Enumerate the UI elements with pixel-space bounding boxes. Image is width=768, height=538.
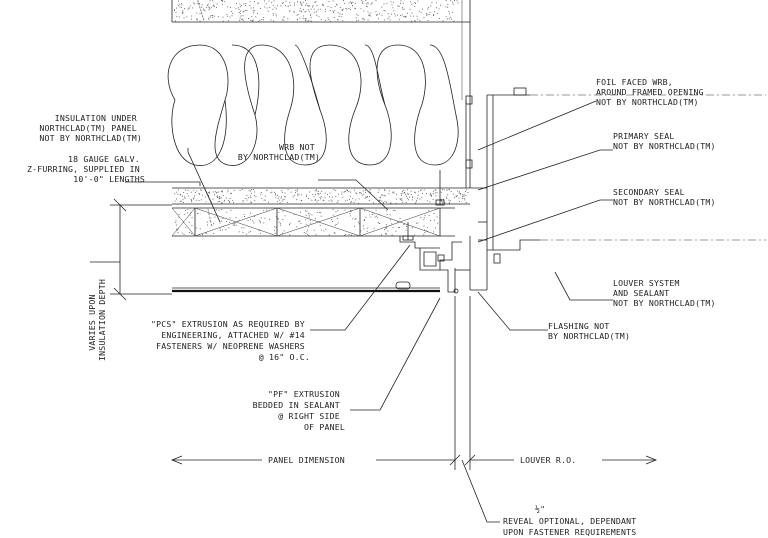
louver-frame xyxy=(455,87,766,291)
label-varies: VARIES UPON INSULATION DEPTH xyxy=(87,279,107,361)
label-secondary-seal: SECONDARY SEAL NOT BY NORTHCLAD(TM) xyxy=(613,187,716,207)
panel-assembly xyxy=(172,170,462,294)
rigid-insulation xyxy=(171,207,455,237)
label-insulation: INSULATION UNDER NORTHCLAD(TM) PANEL NOT… xyxy=(39,113,142,143)
label-panel-dimension: PANEL DIMENSION xyxy=(268,455,345,465)
label-louver-system: LOUVER SYSTEM AND SEALANT NOT BY NORTHCL… xyxy=(613,278,716,308)
label-pf-extrusion: "PF" EXTRUSION BEDDED IN SEALANT @ RIGHT… xyxy=(253,389,345,432)
leaders xyxy=(125,100,613,411)
label-foil-wrb: FOIL FACED WRB, AROUND FRAMED OPENING NO… xyxy=(596,77,709,107)
label-flashing: FLASHING NOT BY NORTHCLAD(TM) xyxy=(548,321,630,341)
label-z-furring: 18 GAUGE GALV. Z-FURRING, SUPPLIED IN 10… xyxy=(27,154,145,184)
label-wrb: WRB NOT BY NORTHCLAD(TM) xyxy=(238,142,320,162)
sheathing-stipple xyxy=(174,189,469,204)
label-louver-ro: LOUVER R.O. xyxy=(520,455,576,465)
concrete-stipple xyxy=(174,0,459,22)
label-reveal: REVEAL OPTIONAL, DEPENDANT UPON FASTENER… xyxy=(503,516,642,537)
wall-section xyxy=(171,0,473,205)
label-pcs-extrusion: "PCS" EXTRUSION AS REQUIRED BY ENGINEERI… xyxy=(151,319,310,362)
label-half-inch: ½" xyxy=(535,504,545,514)
dimensions xyxy=(90,198,658,523)
label-primary-seal: PRIMARY SEAL NOT BY NORTHCLAD(TM) xyxy=(613,131,716,151)
annotation-labels: FOIL FACED WRB, AROUND FRAMED OPENING NO… xyxy=(27,77,716,537)
